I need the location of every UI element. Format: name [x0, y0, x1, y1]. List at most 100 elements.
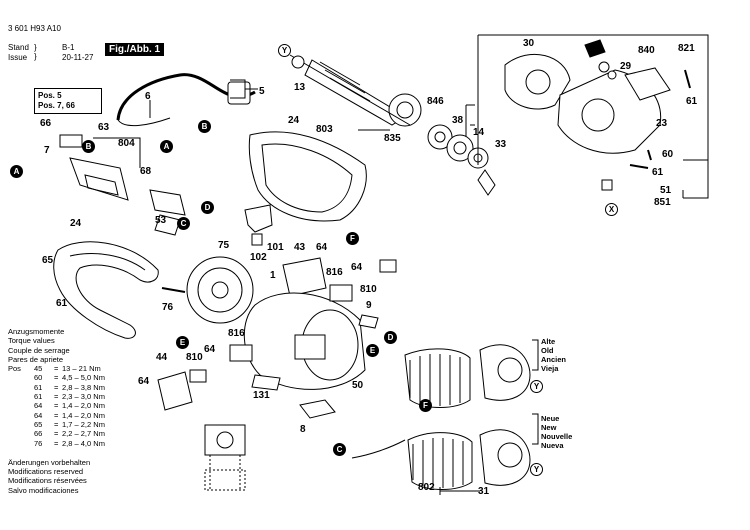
torque-title: Couple de serrage: [8, 345, 70, 355]
figure-label: Fig./Abb. 1: [105, 43, 165, 56]
part-number: 24: [70, 218, 82, 229]
marker-c: C: [177, 217, 190, 230]
marker-y: Y: [530, 380, 543, 393]
torque-title: Anzugsmomente: [8, 327, 65, 336]
modification-note: Salvo modificaciones: [8, 485, 79, 495]
stand-value: B-1: [62, 43, 75, 52]
part-number: 64: [138, 376, 150, 387]
part-number: 802: [418, 482, 435, 493]
field-coil-new: [407, 432, 473, 490]
bearing-flange-30: [504, 53, 571, 110]
armature: [304, 59, 401, 126]
marker-d: D: [384, 331, 397, 344]
part-number: 851: [654, 197, 671, 208]
part-number: 102: [250, 252, 267, 263]
part-number: 821: [678, 43, 695, 54]
part-number: 14: [473, 127, 485, 138]
part-number: 61: [56, 298, 68, 309]
brace-icon: }: [34, 43, 37, 52]
part-number: 38: [452, 115, 464, 126]
marker-e: E: [366, 344, 379, 357]
marker-f: F: [419, 399, 432, 412]
part-number: 68: [140, 166, 152, 177]
part-number: 33: [495, 139, 507, 150]
part-number: 43: [294, 242, 306, 253]
torque-title: Pares de apriete: [8, 354, 64, 364]
part-number: 810: [186, 352, 203, 363]
torque-value: 1,4 – 2,0 Nm: [62, 401, 105, 411]
marker-b: B: [82, 140, 95, 153]
marker-a: A: [10, 165, 23, 178]
part-number: 64: [316, 242, 328, 253]
part-number: 30: [523, 38, 535, 49]
marker-f: F: [346, 232, 359, 245]
brace-icon: }: [34, 52, 37, 61]
part-number: 5: [259, 86, 265, 97]
torque-value: 13 – 21 Nm: [62, 364, 101, 374]
part-number: 8: [300, 424, 306, 435]
torque-pos-label: Pos: [8, 364, 21, 374]
part-number: 66: [40, 118, 52, 129]
torque-pos: 66: [34, 429, 43, 439]
part-number: 53: [155, 215, 167, 226]
torque-pos: 60: [34, 373, 43, 383]
torque-pos: 64: [34, 410, 43, 420]
part-number: 29: [620, 61, 632, 72]
plug: [227, 81, 251, 105]
part-number: 13: [294, 82, 306, 93]
part-number: 44: [156, 352, 168, 363]
torque-value: 2,8 – 4,0 Nm: [62, 438, 105, 448]
part-number: 50: [352, 380, 364, 391]
part-number: 1: [270, 270, 276, 281]
part-number: 76: [162, 302, 174, 313]
marker-a: A: [160, 140, 173, 153]
part-number: 816: [228, 328, 245, 339]
pos-box-line2: Pos. 7, 66: [38, 101, 75, 110]
part-number: 835: [384, 133, 401, 144]
part-number: 7: [44, 145, 50, 156]
marker-e: E: [176, 336, 189, 349]
part-number: 64: [351, 262, 363, 273]
part-number: 6: [145, 91, 151, 102]
part-number: 804: [118, 138, 135, 149]
torque-pos: 45: [34, 364, 43, 374]
marker-b: B: [198, 120, 211, 133]
torque-value: 2,2 – 2,7 Nm: [62, 429, 105, 439]
modification-note: Änderungen vorbehalten: [8, 457, 91, 467]
torque-pos: 76: [34, 438, 43, 448]
torque-pos: 61: [34, 382, 43, 392]
part-number: 24: [288, 115, 300, 126]
part-number: 64: [204, 344, 216, 355]
brush-holder-ring: [186, 256, 254, 324]
marker-y: Y: [278, 44, 291, 57]
part-number: 61: [652, 167, 664, 178]
part-number: 131: [253, 390, 270, 401]
part-number: 31: [478, 486, 490, 497]
issue-label: Issue: [8, 53, 28, 62]
stand-label: Stand: [8, 43, 29, 52]
part-number: 803: [316, 124, 333, 135]
part-number: 840: [638, 45, 655, 56]
torque-pos: 61: [34, 392, 43, 402]
torque-value: 2,3 – 3,0 Nm: [62, 392, 105, 402]
modification-note: Modifications reserved: [8, 467, 84, 477]
torque-pos: 65: [34, 419, 43, 429]
torque-value: 1,7 – 2,2 Nm: [62, 419, 105, 429]
torque-value: 4,5 – 5,0 Nm: [62, 373, 105, 383]
part-number: 75: [218, 240, 230, 251]
old-version-label: Alte Old Ancien Vieja: [541, 337, 567, 373]
doc-number: 3 601 H93 A10: [8, 24, 61, 33]
marker-x: X: [605, 203, 618, 216]
torque-legend: Anzugsmomente Torque values Couple de se…: [8, 327, 148, 495]
part-number: 101: [267, 242, 284, 253]
modification-note: Modifications réservées: [8, 476, 87, 486]
part-number: 846: [427, 96, 444, 107]
part-number: 816: [326, 267, 343, 278]
torque-value: 2,8 – 3,8 Nm: [62, 382, 105, 392]
part-number: 65: [42, 255, 54, 266]
marker-d: D: [201, 201, 214, 214]
torque-title: Torque values: [8, 336, 55, 346]
torque-value: 1,4 – 2,0 Nm: [62, 410, 105, 420]
switch-part: [59, 134, 83, 148]
